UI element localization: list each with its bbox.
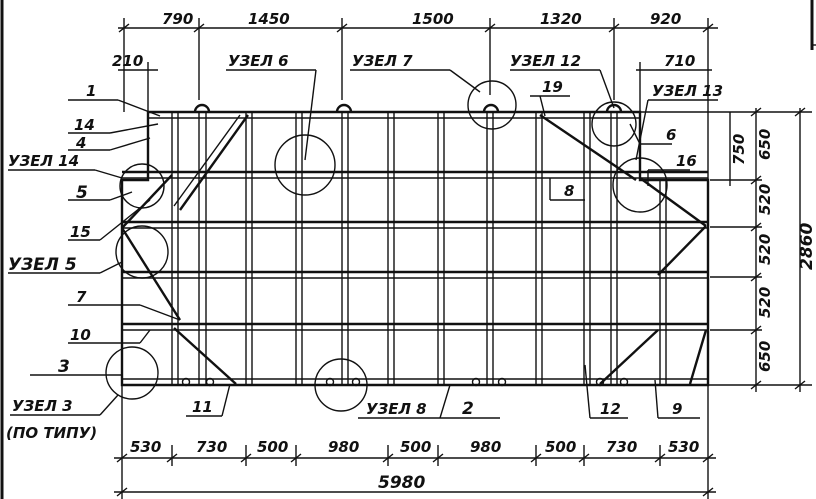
small-dim-right: 710 <box>664 52 695 70</box>
node-5-circle <box>115 225 169 279</box>
vertical-posts <box>171 112 667 385</box>
bottom-dim-1: 530 <box>130 438 161 456</box>
right-dimension-labels: 650 520 520 520 650 750 2860 <box>730 129 816 372</box>
part-14: 14 <box>74 116 95 134</box>
right-dim-3: 520 <box>756 234 774 265</box>
dimension-ticks <box>116 23 806 497</box>
node-6-label: УЗЕЛ 6 <box>228 52 289 70</box>
frame-outline <box>120 110 710 387</box>
top-dim-2: 1450 <box>248 10 290 28</box>
top-dim-5: 920 <box>650 10 681 28</box>
top-dimension-labels: 790 1450 1500 1320 920 210 710 <box>112 10 695 70</box>
node-6-circle <box>274 134 336 196</box>
leader-lines <box>8 69 718 419</box>
node-12-label: УЗЕЛ 12 <box>510 52 581 70</box>
part-12: 12 <box>600 400 621 418</box>
node-14-circle <box>119 163 165 209</box>
part-9: 9 <box>672 400 682 418</box>
part-4: 4 <box>75 134 86 152</box>
node-3-circle <box>105 346 159 400</box>
node-3-note: (ПО ТИПУ) <box>6 424 97 442</box>
node-7-label: УЗЕЛ 7 <box>352 52 413 70</box>
part-15: 15 <box>70 223 91 241</box>
part-10: 10 <box>70 326 91 344</box>
bottom-dim-7: 500 <box>545 438 576 456</box>
part-16: 16 <box>676 152 697 170</box>
bottom-hooks <box>181 377 629 387</box>
bottom-dim-6: 980 <box>470 438 501 456</box>
bottom-dim-3: 500 <box>257 438 288 456</box>
node-3-label: УЗЕЛ 3 <box>12 397 73 415</box>
right-dim-5: 650 <box>756 341 774 372</box>
node-labels: УЗЕЛ 6 УЗЕЛ 7 УЗЕЛ 12 УЗЕЛ 13 УЗЕЛ 14 УЗ… <box>6 52 723 442</box>
right-dim-total: 2860 <box>797 223 816 270</box>
dimension-lines <box>114 18 812 499</box>
part-1: 1 <box>86 82 96 100</box>
node-7-circle <box>467 80 517 130</box>
node-12-circle <box>591 101 637 147</box>
lifting-eyes <box>193 103 623 113</box>
part-8: 8 <box>564 182 574 200</box>
part-7: 7 <box>76 288 87 306</box>
part-6: 6 <box>666 126 676 144</box>
right-dim-2: 520 <box>756 184 774 215</box>
part-11: 11 <box>192 398 213 416</box>
node-5-label: УЗЕЛ 5 <box>8 255 77 275</box>
part-3: 3 <box>58 357 70 377</box>
bottom-dim-9: 530 <box>668 438 699 456</box>
bottom-dim-2: 730 <box>196 438 227 456</box>
small-dim-left: 210 <box>112 52 143 70</box>
part-2: 2 <box>462 399 474 419</box>
bottom-dim-4: 980 <box>328 438 359 456</box>
node-13-label: УЗЕЛ 13 <box>652 82 723 100</box>
right-dim-4: 520 <box>756 287 774 318</box>
right-dim-1: 650 <box>756 129 774 160</box>
part-5: 5 <box>76 183 88 203</box>
node-13-circle <box>612 157 668 213</box>
bottom-dimension-labels: 530 730 500 980 500 980 500 730 530 5980 <box>130 438 699 493</box>
top-dim-1: 790 <box>162 10 193 28</box>
overall-width: 5980 <box>378 473 425 493</box>
top-dim-3: 1500 <box>412 10 454 28</box>
frame-structure <box>105 80 710 412</box>
node-8-label: УЗЕЛ 8 <box>366 400 427 418</box>
top-dim-4: 1320 <box>540 10 582 28</box>
right-dim-upper: 750 <box>730 134 748 165</box>
diagonal-braces <box>120 114 708 385</box>
node-8-circle <box>314 358 368 412</box>
bottom-dim-8: 730 <box>606 438 637 456</box>
bottom-dim-5: 500 <box>400 438 431 456</box>
part-labels: 1 14 4 5 15 7 10 3 11 2 12 9 19 6 16 8 <box>58 78 697 419</box>
node-14-label: УЗЕЛ 14 <box>8 152 79 170</box>
part-19: 19 <box>542 78 563 96</box>
